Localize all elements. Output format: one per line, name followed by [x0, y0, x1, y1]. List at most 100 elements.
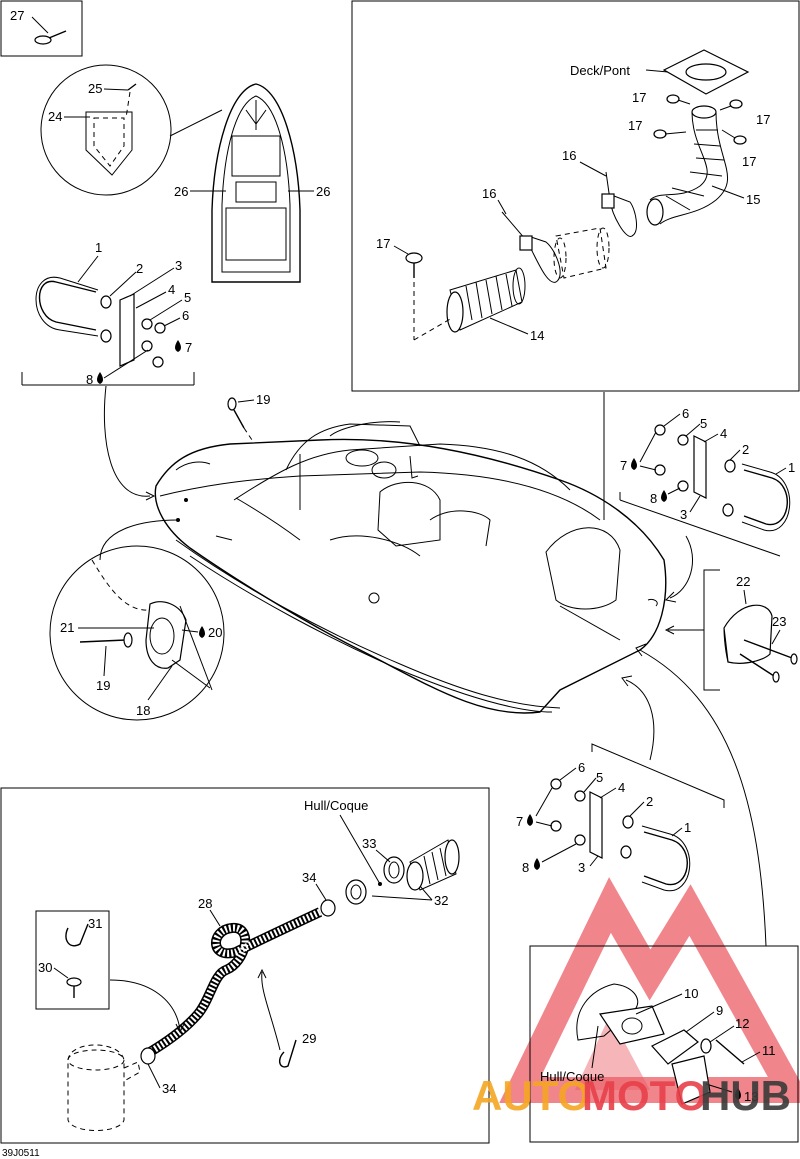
callout-7b: 7: [620, 458, 627, 473]
panel-27: [0, 0, 83, 57]
callout-16-right: 16: [562, 148, 576, 163]
callout-11: 11: [762, 1043, 776, 1058]
callout-2b: 2: [742, 442, 749, 457]
callout-10: 10: [684, 986, 698, 1001]
watermark-auto: AUTO: [472, 1072, 590, 1119]
callout-18: 18: [136, 703, 150, 718]
callout-17c: 17: [628, 118, 642, 133]
callout-8c: 8: [522, 860, 529, 875]
callout-25: 25: [88, 81, 102, 96]
hull-coque-label-top: Hull/Coque: [304, 798, 368, 813]
callout-19-detail: 19: [96, 678, 110, 693]
callout-26-right: 26: [316, 184, 330, 199]
callout-6c: 6: [578, 760, 585, 775]
panel-bilge-fittings: [35, 910, 110, 1010]
callout-5c: 5: [596, 770, 603, 785]
callout-5b: 5: [700, 416, 707, 431]
callout-20: 20: [208, 625, 222, 640]
callout-7a: 7: [185, 340, 192, 355]
boat-main-view: [154, 421, 667, 714]
straps-16: [501, 171, 637, 283]
nut-32: [345, 879, 367, 905]
callout-1b: 1: [788, 460, 795, 475]
callout-17e: 17: [376, 236, 390, 251]
callout-3a: 3: [175, 258, 182, 273]
callout-32: 32: [434, 893, 448, 908]
callout-16-left: 16: [482, 186, 496, 201]
callout-33: 33: [362, 836, 376, 851]
u-bolt-assembly-b: [654, 424, 791, 532]
callout-21: 21: [60, 620, 74, 635]
u-bolt-assembly-c: [550, 778, 691, 892]
callout-1c: 1: [684, 820, 691, 835]
callout-27: 27: [10, 8, 24, 23]
callout-12: 12: [735, 1016, 749, 1031]
bilge-pump: [67, 1044, 141, 1131]
callout-2a: 2: [136, 261, 143, 276]
callout-1a: 1: [95, 240, 102, 255]
callout-29: 29: [302, 1031, 316, 1046]
gasket-33: [383, 856, 405, 884]
u-bolt-assembly-a: [35, 276, 166, 368]
callout-7c: 7: [516, 814, 523, 829]
vent-connector-dashed: [553, 227, 610, 279]
callout-15: 15: [746, 192, 760, 207]
figure-code: 39J0511: [2, 1148, 40, 1159]
callout-34-bottom: 34: [162, 1081, 176, 1096]
callout-4c: 4: [618, 780, 625, 795]
callout-3c: 3: [578, 860, 585, 875]
drain-gasket-10: [576, 983, 665, 1045]
panel-ventilation: [351, 0, 800, 392]
boat-top-view: [211, 83, 301, 283]
drain-plug-9-13: [651, 1029, 745, 1105]
clamp-29: [278, 1039, 297, 1068]
callout-23: 23: [772, 614, 786, 629]
detail-circle-18-21: [49, 545, 225, 721]
callout-8a: 8: [86, 372, 93, 387]
callout-5a: 5: [184, 290, 191, 305]
callout-30: 30: [38, 960, 52, 975]
callout-28: 28: [198, 896, 212, 911]
watermark-hub: HUB: [700, 1072, 791, 1119]
callout-3b: 3: [680, 507, 687, 522]
watermark-logo: [499, 877, 800, 1103]
clamp-34-bottom: [140, 1047, 156, 1065]
deck-pont-label: Deck/Pont: [570, 63, 630, 78]
screw-27: [34, 30, 67, 45]
callout-6b: 6: [682, 406, 689, 421]
callout-22: 22: [736, 574, 750, 589]
screw-17-lower: [405, 252, 453, 341]
callout-4a: 4: [168, 282, 175, 297]
watermark-text: AUTO MOTO HUB: [472, 1072, 791, 1119]
clamp-34-top: [320, 899, 336, 917]
bracket-22: [723, 604, 773, 664]
screws-17: [653, 94, 747, 145]
callout-34-top: 34: [302, 870, 316, 885]
callout-8b: 8: [650, 491, 657, 506]
callout-19-top: 19: [256, 392, 270, 407]
screws-23: [739, 639, 798, 683]
hull-coque-label-bottom: Hull/Coque: [540, 1069, 604, 1084]
callout-31: 31: [88, 916, 102, 931]
callout-17b: 17: [756, 112, 770, 127]
callout-14: 14: [530, 328, 544, 343]
callout-6a: 6: [182, 308, 189, 323]
callout-13: 13: [744, 1089, 758, 1104]
callout-2c: 2: [646, 794, 653, 809]
vent-hose-14: [446, 267, 526, 333]
callout-17d: 17: [742, 154, 756, 169]
callout-24: 24: [48, 109, 62, 124]
fitting-30-31: [65, 923, 89, 998]
panel-drain-plug: [529, 945, 799, 1143]
bilge-hose-28: [147, 907, 323, 1057]
bolt-19-top: [227, 397, 253, 441]
detail-circle-24-25: [40, 64, 172, 196]
watermark-moto: MOTO: [582, 1072, 707, 1119]
deck-flange: [662, 49, 750, 95]
vent-hose-15: [646, 105, 728, 226]
callout-17a: 17: [632, 90, 646, 105]
thru-hull-32: [406, 839, 460, 891]
panel-bilge-hose: [0, 787, 490, 1144]
callout-9: 9: [716, 1003, 723, 1018]
